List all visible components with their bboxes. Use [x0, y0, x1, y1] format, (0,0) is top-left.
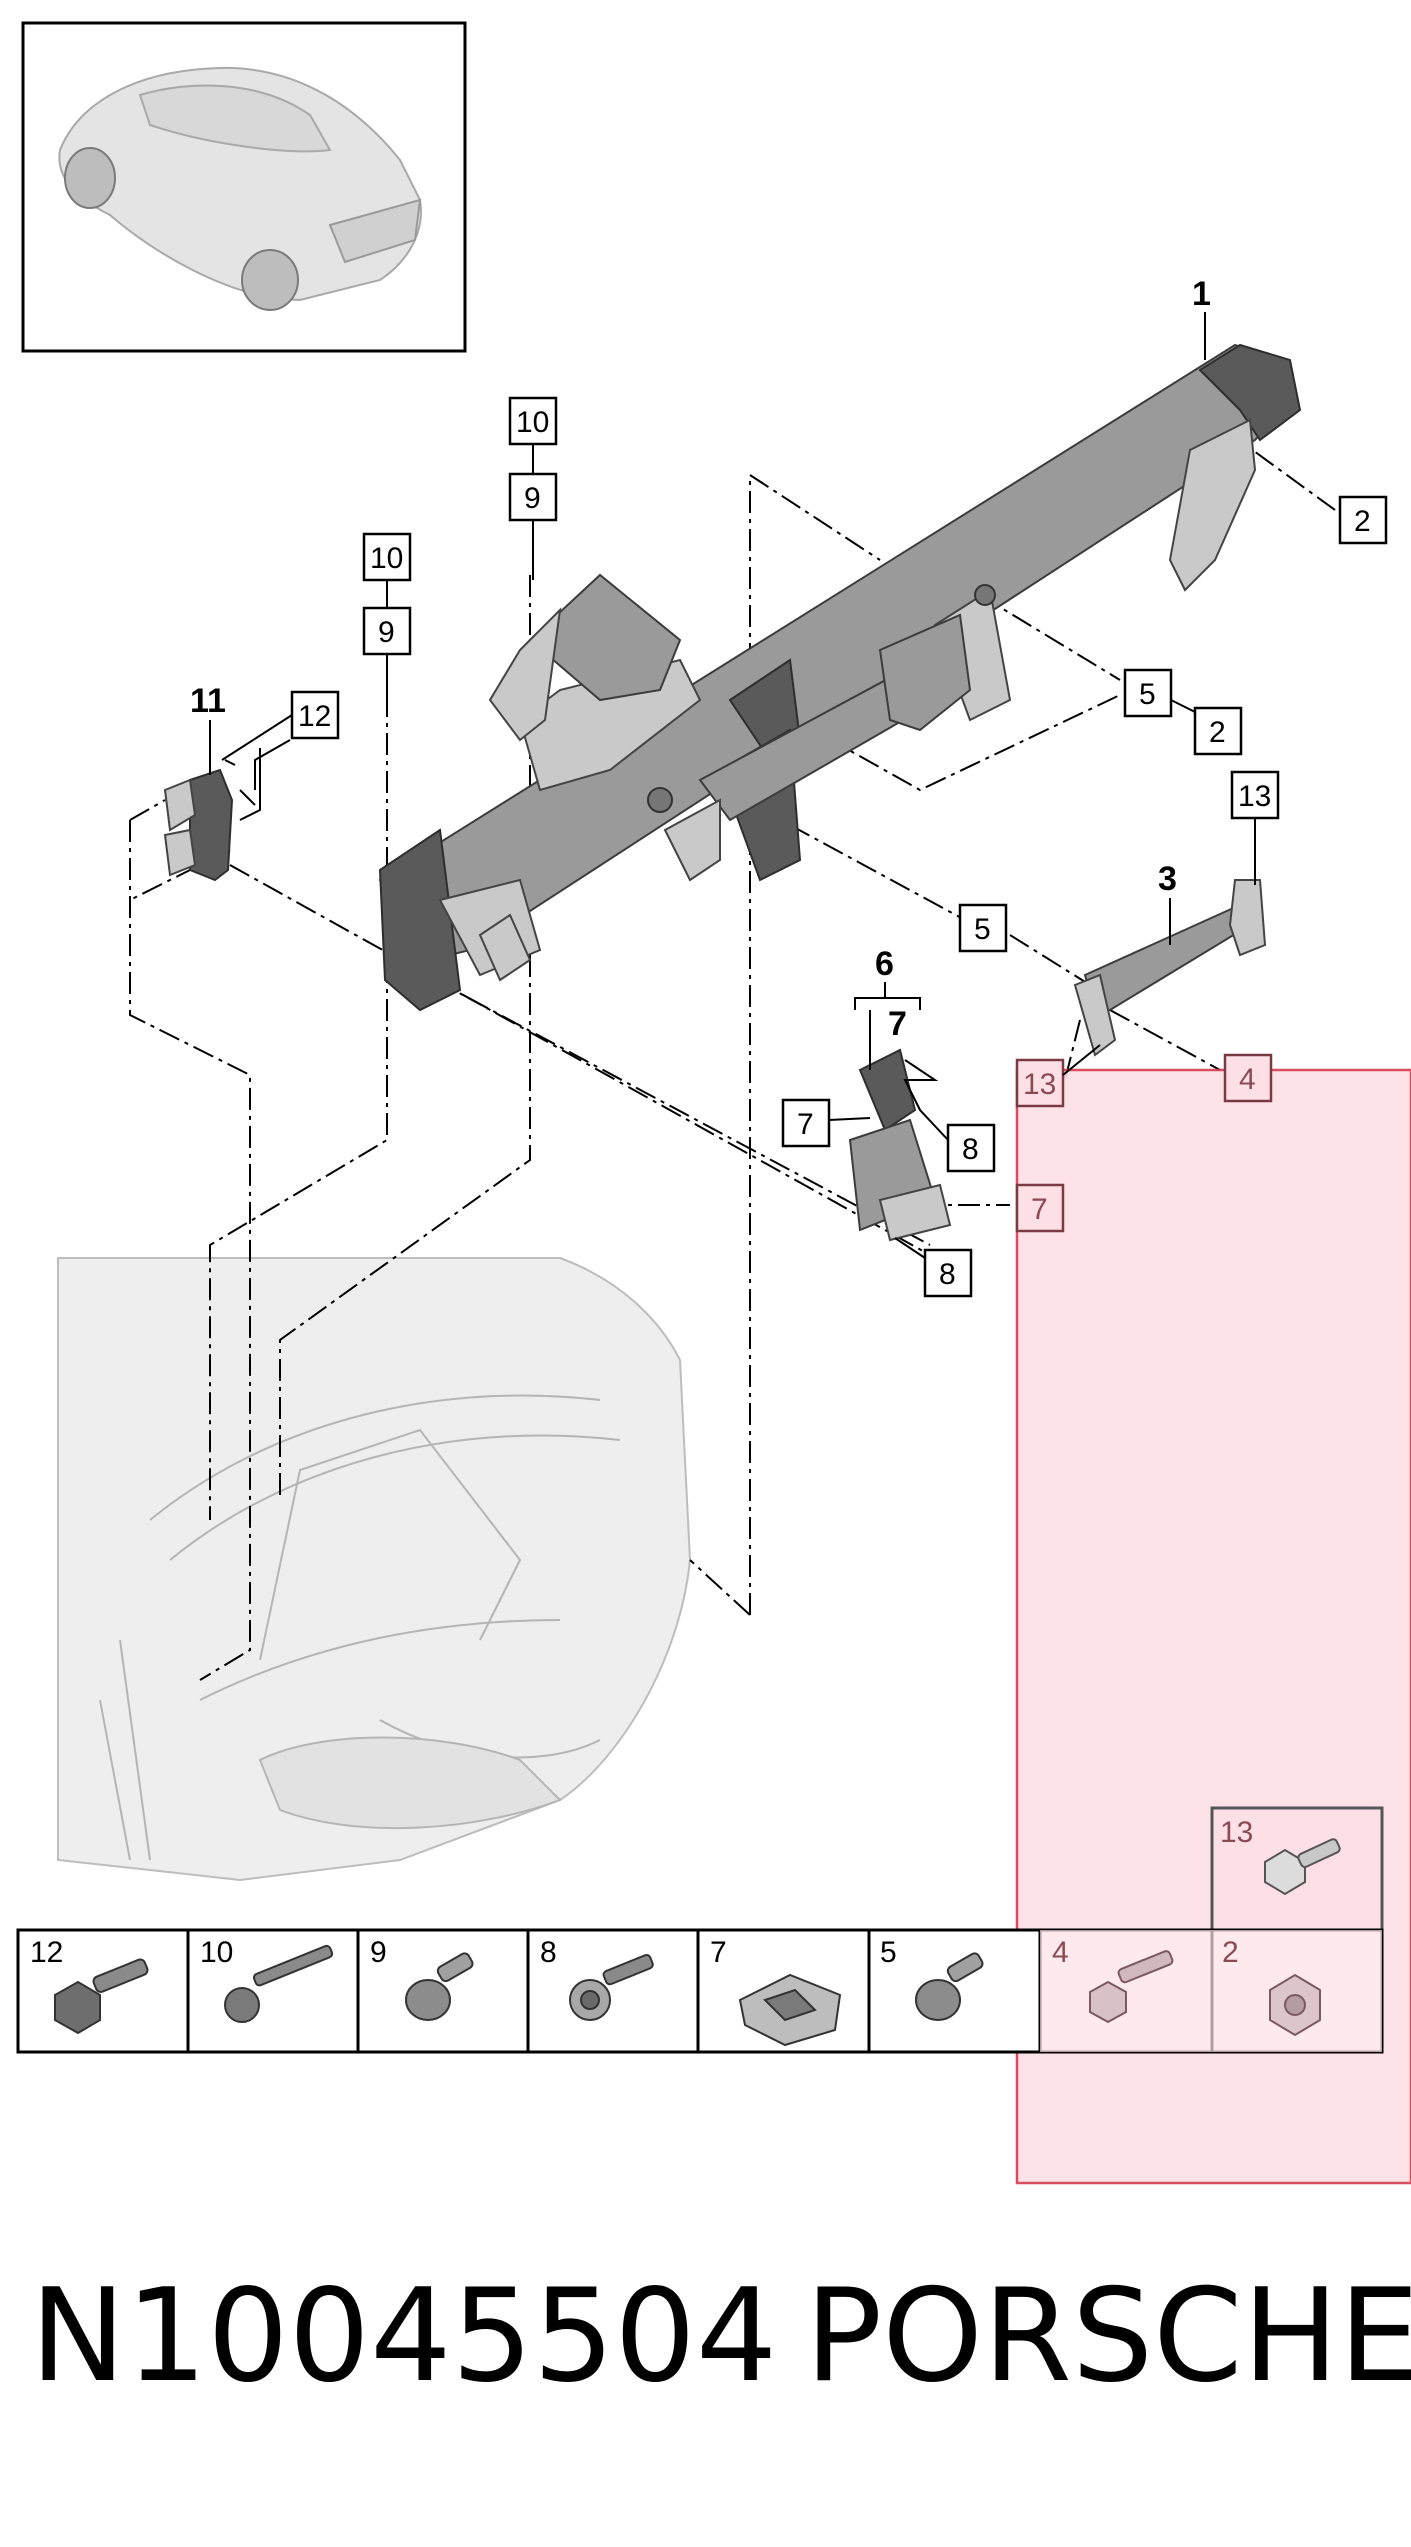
- callout-10-upper: 10: [516, 406, 549, 439]
- vehicle-body-ghost: [57, 1257, 692, 1882]
- callout-10-left: 10: [370, 542, 403, 575]
- washer-bolt-icon: [569, 1953, 654, 2021]
- callout-2-right: 2: [1209, 716, 1226, 749]
- callout-11: 11: [190, 682, 226, 720]
- callout-3: 3: [1158, 860, 1177, 898]
- legend-2-number: 2: [1222, 1936, 1239, 1969]
- callout-12: 12: [298, 700, 331, 733]
- callout-1: 1: [1192, 275, 1211, 313]
- callout-4: 4: [1239, 1063, 1256, 1096]
- hex-nut-icon: [1269, 1973, 1321, 2037]
- vehicle-thumbnail: [21, 21, 467, 353]
- legend-4-number: 4: [1052, 1936, 1069, 1969]
- cross-car-beam: [378, 343, 1302, 1012]
- callout-13-lower: 13: [1023, 1068, 1056, 1101]
- callout-8-upper: 8: [962, 1133, 979, 1166]
- legend-12-number: 12: [30, 1936, 63, 1969]
- bracket-right-3: [1073, 879, 1267, 1057]
- callouts: 1 2 10 9 10 9 11 12 5 2 13: [190, 275, 1388, 1298]
- legend-9-number: 9: [370, 1936, 387, 1969]
- bracket-left-11: [163, 768, 234, 882]
- legend-10-number: 10: [200, 1936, 233, 1969]
- long-bolt-icon: [224, 1944, 334, 2023]
- flange-bolt-icon: [54, 1958, 149, 2035]
- bolt-icon-4: [1089, 1950, 1174, 2024]
- callout-2-upper: 2: [1354, 505, 1371, 538]
- leader-lines: [129, 429, 1336, 1681]
- callout-9-left: 9: [378, 616, 395, 649]
- callout-8-lower: 8: [939, 1258, 956, 1291]
- legend-13-number: 13: [1220, 1816, 1253, 1849]
- footer-part-number: N10045504: [30, 2262, 777, 2411]
- stud-bolt-icon: [405, 1952, 474, 2021]
- legend-7-number: 7: [710, 1936, 727, 1969]
- legend-8-number: 8: [540, 1936, 557, 1969]
- callout-5-center: 5: [974, 913, 991, 946]
- stud-bolt-icon-5: [915, 1952, 984, 2021]
- callout-13-upper: 13: [1238, 780, 1271, 813]
- callout-9-upper: 9: [524, 482, 541, 515]
- callout-7-left: 7: [797, 1108, 814, 1141]
- callout-7-bold: 7: [888, 1005, 907, 1043]
- callout-6: 6: [875, 945, 894, 983]
- footer-brand: PORSCHE: [805, 2262, 1411, 2411]
- callout-5-right: 5: [1139, 678, 1156, 711]
- legend-5-number: 5: [880, 1936, 897, 1969]
- fastener-legend: 13 12 10 9: [16, 1806, 1384, 2054]
- clip-nut-icon: [738, 1973, 842, 2047]
- callout-7-right: 7: [1031, 1193, 1048, 1226]
- bolt-icon: [1264, 1838, 1341, 1896]
- bracket-center-6: [848, 1048, 952, 1242]
